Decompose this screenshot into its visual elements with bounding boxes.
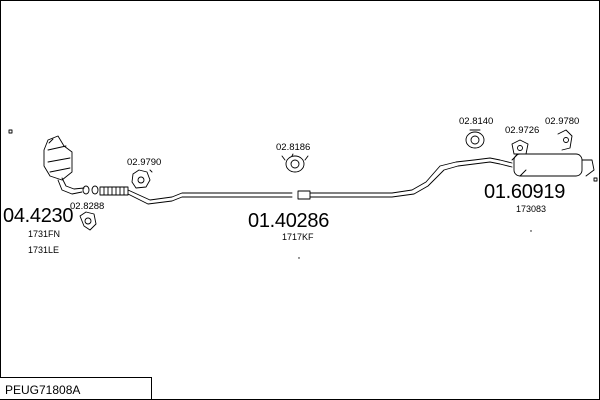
- corner-marker-right: [593, 177, 598, 182]
- rear-silencer-drawing: [473, 153, 595, 177]
- corner-marker-left: [8, 129, 13, 134]
- section-number-middle: 01.40286: [248, 210, 330, 232]
- middle-pipe-drawing: [297, 159, 475, 200]
- section-ref-middle: 1717KF: [282, 232, 314, 242]
- diagram-title: PEUG71808A: [5, 383, 81, 397]
- part-02-8140-drawing: [465, 129, 485, 149]
- part-02-9780-drawing: [557, 129, 573, 151]
- section-ref-front-1: 1731FN: [28, 229, 61, 239]
- section-number-rear: 01.60919: [484, 181, 566, 203]
- part-02-8186-drawing: [281, 155, 309, 173]
- section-ref-front-2: 1731LE: [28, 245, 60, 255]
- part-label-02-8140: 02.8140: [459, 116, 494, 127]
- part-02-9726-drawing: [511, 139, 529, 155]
- part-label-02-8288: 02.8288: [70, 201, 105, 212]
- section-number-front: 04.4230: [3, 205, 74, 227]
- part-label-02-9726: 02.9726: [505, 125, 540, 136]
- part-label-02-9790: 02.9790: [127, 157, 162, 168]
- section-ref-rear: 173083: [516, 204, 547, 214]
- flexible-pipe-drawing: [91, 185, 293, 205]
- part-label-02-8186: 02.8186: [276, 142, 311, 153]
- catalytic-converter-drawing: [43, 135, 90, 195]
- part-02-9790-drawing: [131, 169, 151, 189]
- part-label-02-9780: 02.9780: [545, 116, 580, 127]
- part-02-8288-drawing: [79, 211, 97, 231]
- diagram-title-box: PEUG71808A: [0, 377, 152, 399]
